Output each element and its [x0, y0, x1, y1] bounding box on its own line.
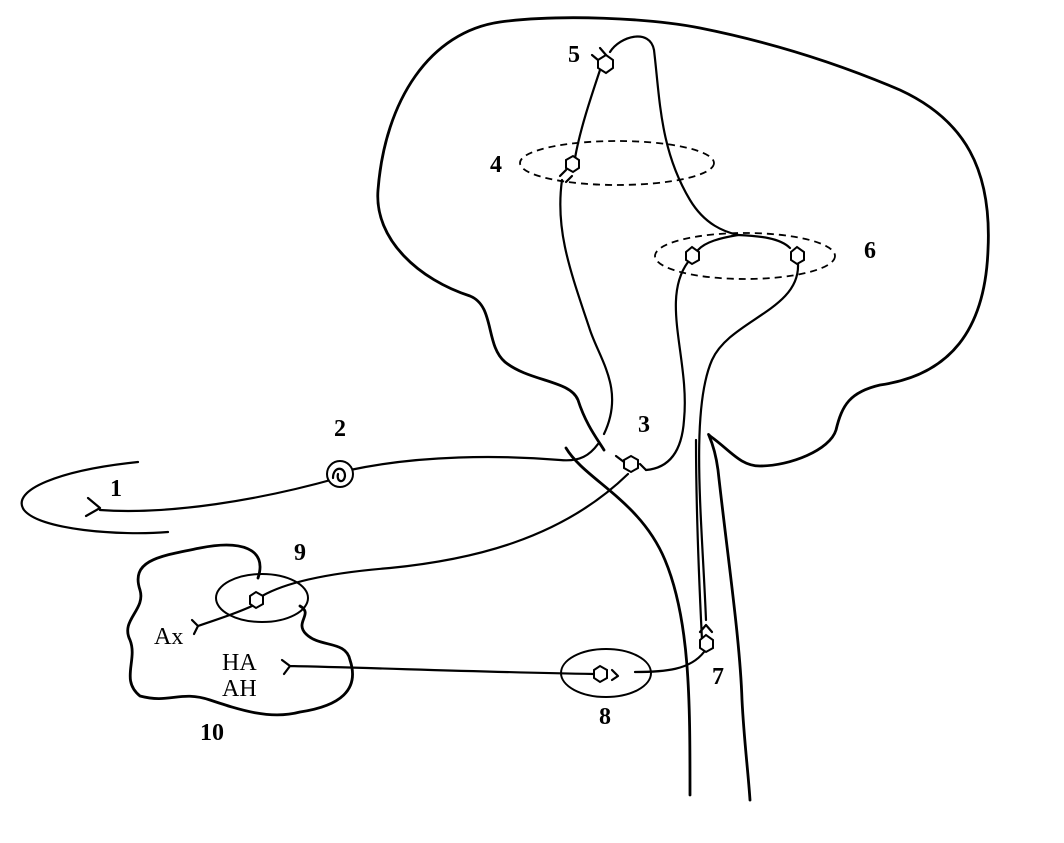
label-ax: Ax — [154, 624, 183, 650]
label-6: 6 — [864, 238, 876, 264]
oval-4 — [519, 140, 715, 186]
label-1: 1 — [110, 476, 122, 502]
descending-6-to-7 — [698, 262, 800, 622]
afferent-path-2-3 — [348, 442, 600, 472]
efferent-3-to-9 — [260, 472, 630, 598]
receptor-terminal-1 — [84, 496, 102, 518]
neuron-8 — [593, 664, 608, 684]
neuron-3-synapse — [614, 454, 648, 472]
spinal-cord-inner-2 — [694, 438, 704, 642]
path-5-to-6 — [608, 35, 740, 237]
label-4: 4 — [490, 152, 502, 178]
ascending-path-4-5 — [573, 68, 602, 160]
neuron-4 — [565, 154, 580, 174]
ganglion-2-cell — [331, 467, 347, 483]
label-ah: AH — [222, 676, 257, 702]
neuron-7 — [699, 633, 714, 654]
neuron-9 — [249, 590, 264, 610]
neuron-7-synapse — [698, 623, 714, 634]
oval-6 — [654, 232, 836, 280]
label-10: 10 — [200, 720, 224, 746]
branch-6-right — [736, 233, 792, 250]
neuron-6-left — [685, 245, 700, 266]
neuron-6-right — [790, 245, 805, 266]
label-5: 5 — [568, 42, 580, 68]
label-ha: HA — [222, 650, 257, 676]
spinal-cord-left — [564, 446, 692, 797]
ascending-path-3-4 — [559, 178, 614, 436]
ganglion-9 — [215, 573, 309, 623]
label-2: 2 — [334, 416, 346, 442]
label-3: 3 — [638, 412, 650, 438]
organ-10-outline — [126, 543, 354, 717]
receptor-arc-1 — [20, 460, 170, 535]
neuron-8-synapse — [610, 668, 620, 682]
neuron-4-synapse — [558, 168, 574, 184]
afferent-path-1-2 — [98, 476, 340, 513]
spinal-cord-inner — [707, 433, 752, 802]
neuron-3 — [623, 454, 639, 474]
head-outline — [376, 16, 990, 468]
branch-6-left — [696, 233, 740, 252]
neuron-5-synapse — [590, 46, 608, 62]
label-7: 7 — [712, 664, 724, 690]
label-9: 9 — [294, 540, 306, 566]
neuron-9-axon — [190, 604, 254, 636]
path-7-to-8 — [633, 650, 706, 674]
descending-6-to-3 — [644, 260, 690, 472]
ganglion-2 — [326, 460, 354, 488]
label-8: 8 — [599, 704, 611, 730]
neuron-5 — [597, 53, 614, 75]
path-8-to-organ — [280, 658, 596, 676]
